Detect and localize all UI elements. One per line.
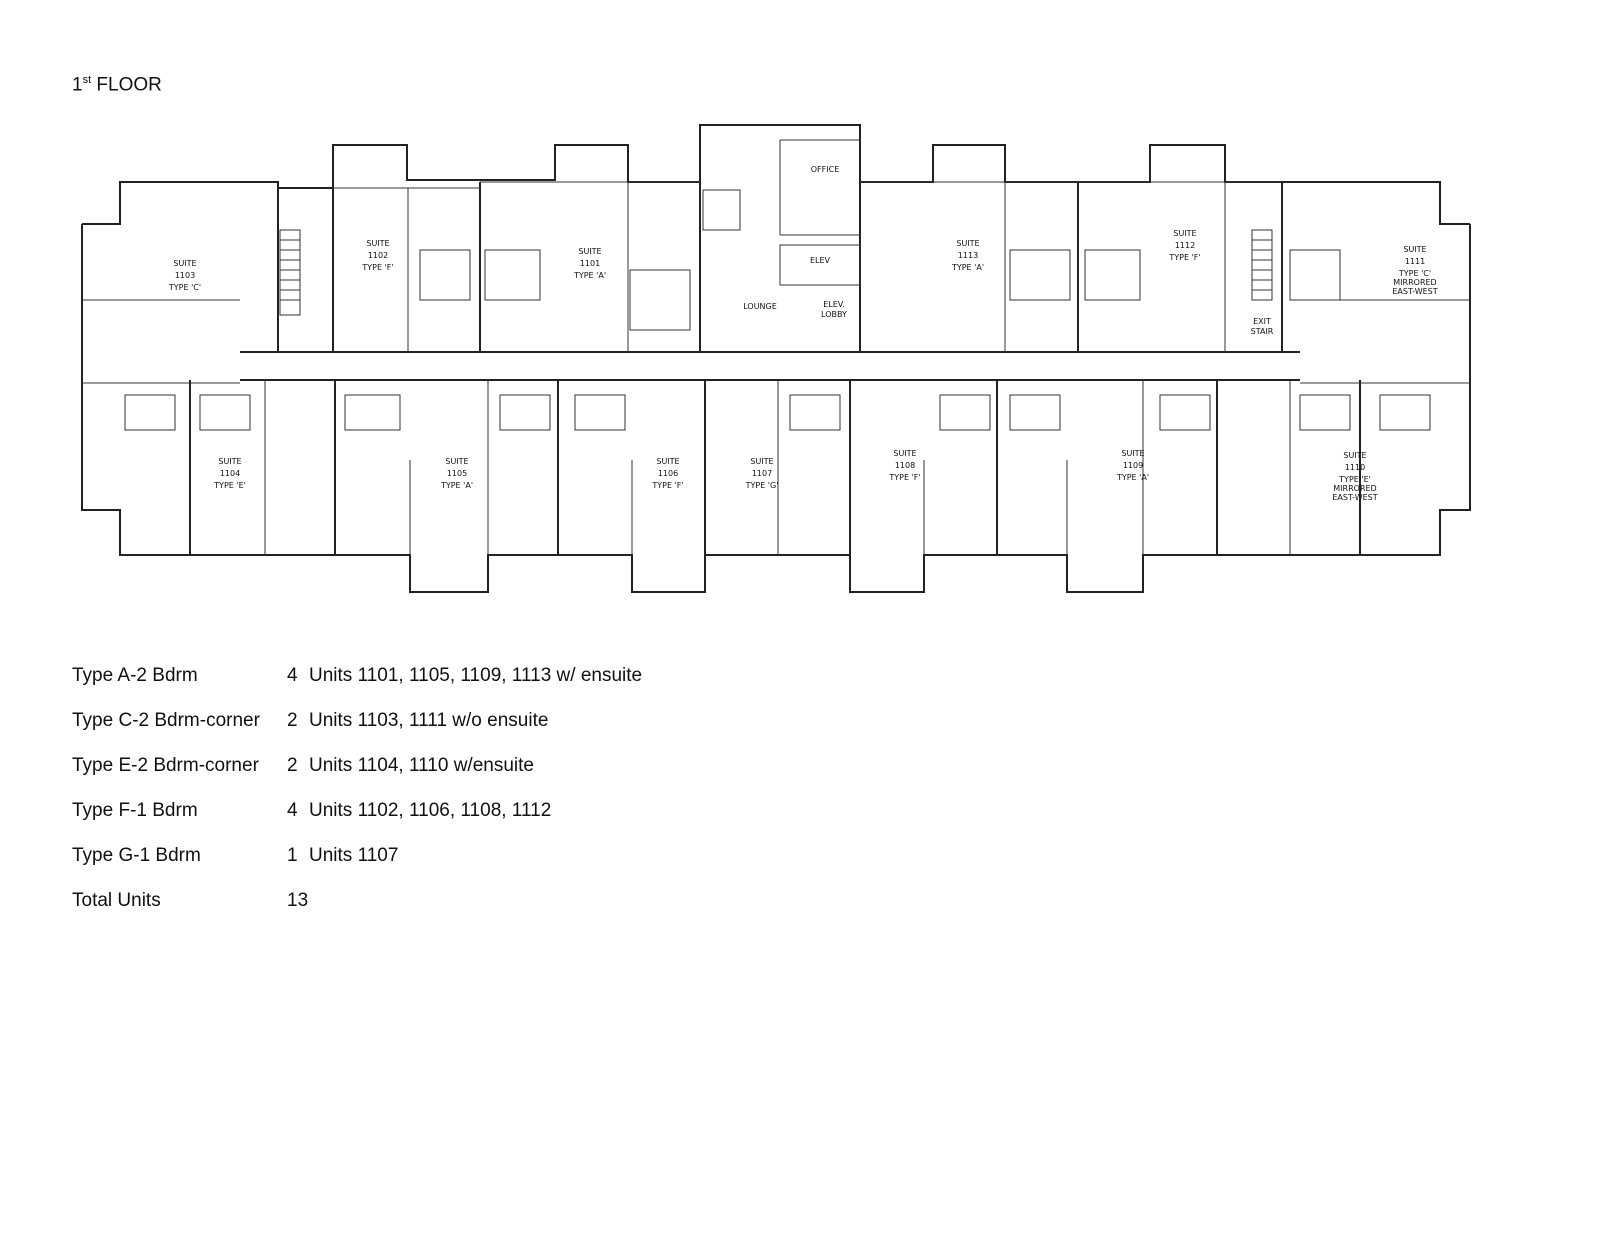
- unit-count: 1: [287, 845, 298, 866]
- suite-label-1101: SUITE 1101 TYPE 'A': [573, 247, 606, 280]
- svg-text:TYPE 'F': TYPE 'F': [1168, 253, 1200, 262]
- unit-type: Total Units: [72, 890, 161, 911]
- unit-count: 4: [287, 665, 298, 686]
- svg-text:TYPE 'F': TYPE 'F': [651, 481, 683, 490]
- svg-text:EAST-WEST: EAST-WEST: [1332, 493, 1377, 502]
- unit-type: Type C-2 Bdrm-corner: [72, 710, 260, 731]
- svg-text:TYPE 'A': TYPE 'A': [951, 263, 984, 272]
- svg-text:1103: 1103: [175, 271, 195, 280]
- unit-type: Type F-1 Bdrm: [72, 800, 198, 821]
- unit-count: 2: [287, 755, 298, 776]
- svg-text:TYPE 'A': TYPE 'A': [573, 271, 606, 280]
- unit-list: Units 1101, 1105, 1109, 1113 w/ ensuite: [309, 665, 643, 686]
- svg-text:SUITE: SUITE: [578, 247, 601, 256]
- room-label-elev: ELEV: [810, 256, 831, 265]
- svg-text:SUITE: SUITE: [750, 457, 773, 466]
- svg-text:TYPE 'E': TYPE 'E': [1338, 475, 1371, 484]
- suite-label-1110: SUITE 1110 TYPE 'E' MIRRORED EAST-WEST: [1332, 451, 1377, 502]
- suite-label-1113: SUITE 1113 TYPE 'A': [951, 239, 984, 272]
- svg-text:TYPE 'F': TYPE 'F': [888, 473, 920, 482]
- suite-label-1109: SUITE 1109 TYPE 'A': [1116, 449, 1149, 482]
- svg-text:1108: 1108: [895, 461, 915, 470]
- unit-type: Type E-2 Bdrm-corner: [72, 755, 259, 776]
- svg-text:1109: 1109: [1123, 461, 1143, 470]
- room-label-lounge: LOUNGE: [743, 302, 777, 311]
- room-label-exit-stair-1: EXIT: [1253, 317, 1271, 326]
- svg-text:TYPE 'A': TYPE 'A': [440, 481, 473, 490]
- svg-text:1110: 1110: [1345, 463, 1365, 472]
- suite-label-1108: SUITE 1108 TYPE 'F': [888, 449, 920, 482]
- summary-row: Type E-2 Bdrm-corner 2 Units 1104, 1110 …: [72, 755, 642, 800]
- svg-text:TYPE 'F': TYPE 'F': [361, 263, 393, 272]
- svg-text:EAST-WEST: EAST-WEST: [1392, 287, 1437, 296]
- svg-text:MIRRORED: MIRRORED: [1333, 484, 1376, 493]
- svg-text:SUITE: SUITE: [1403, 245, 1426, 254]
- svg-text:TYPE 'C': TYPE 'C': [168, 283, 201, 292]
- svg-text:TYPE 'C': TYPE 'C': [1398, 269, 1431, 278]
- room-label-elev-lobby-2: LOBBY: [821, 310, 847, 319]
- svg-text:1107: 1107: [752, 469, 772, 478]
- unit-type: Type A-2 Bdrm: [72, 665, 198, 686]
- svg-text:SUITE: SUITE: [445, 457, 468, 466]
- svg-text:SUITE: SUITE: [1121, 449, 1144, 458]
- suite-label-1111: SUITE 1111 TYPE 'C' MIRRORED EAST-WEST: [1392, 245, 1437, 296]
- svg-text:1105: 1105: [447, 469, 467, 478]
- unit-count: 13: [287, 890, 309, 911]
- suite-label-1104: SUITE 1104 TYPE 'E': [213, 457, 246, 490]
- svg-text:SUITE: SUITE: [173, 259, 196, 268]
- svg-text:1106: 1106: [658, 469, 678, 478]
- unit-count: 2: [287, 710, 298, 731]
- svg-text:SUITE: SUITE: [956, 239, 979, 248]
- svg-text:SUITE: SUITE: [1343, 451, 1366, 460]
- suite-label-1102: SUITE 1102 TYPE 'F': [361, 239, 393, 272]
- svg-text:1104: 1104: [220, 469, 240, 478]
- unit-list: Units 1102, 1106, 1108, 1112: [309, 800, 552, 821]
- summary-row-total: Total Units 13: [72, 890, 642, 935]
- svg-text:1113: 1113: [958, 251, 978, 260]
- page-title: 1st FLOOR: [72, 74, 162, 96]
- svg-text:MIRRORED: MIRRORED: [1393, 278, 1436, 287]
- room-label-elev-lobby-1: ELEV.: [823, 300, 845, 309]
- svg-text:TYPE 'E': TYPE 'E': [213, 481, 246, 490]
- unit-list: Units 1103, 1111 w/o ensuite: [309, 710, 549, 731]
- svg-text:TYPE 'A': TYPE 'A': [1116, 473, 1149, 482]
- unit-summary: Type A-2 Bdrm 4 Units 1101, 1105, 1109, …: [72, 665, 642, 935]
- svg-text:1111: 1111: [1405, 257, 1425, 266]
- suite-label-1106: SUITE 1106 TYPE 'F': [651, 457, 683, 490]
- room-label-office: OFFICE: [811, 165, 840, 174]
- unit-type: Type G-1 Bdrm: [72, 845, 201, 866]
- suite-label-1112: SUITE 1112 TYPE 'F': [1168, 229, 1200, 262]
- svg-text:1112: 1112: [1175, 241, 1195, 250]
- svg-text:SUITE: SUITE: [893, 449, 916, 458]
- svg-text:SUITE: SUITE: [1173, 229, 1196, 238]
- unit-count: 4: [287, 800, 298, 821]
- summary-row: Type F-1 Bdrm 4 Units 1102, 1106, 1108, …: [72, 800, 642, 845]
- suite-label-1107: SUITE 1107 TYPE 'G': [745, 457, 779, 490]
- svg-text:1102: 1102: [368, 251, 388, 260]
- svg-text:SUITE: SUITE: [366, 239, 389, 248]
- svg-text:1101: 1101: [580, 259, 600, 268]
- summary-row: Type C-2 Bdrm-corner 2 Units 1103, 1111 …: [72, 710, 642, 755]
- summary-row: Type G-1 Bdrm 1 Units 1107: [72, 845, 642, 890]
- unit-list: Units 1104, 1110 w/ensuite: [309, 755, 534, 776]
- room-label-exit-stair-2: STAIR: [1251, 327, 1274, 336]
- summary-row: Type A-2 Bdrm 4 Units 1101, 1105, 1109, …: [72, 665, 642, 710]
- suite-label-1105: SUITE 1105 TYPE 'A': [440, 457, 473, 490]
- suite-label-1103: SUITE 1103 TYPE 'C': [168, 259, 201, 292]
- svg-text:SUITE: SUITE: [218, 457, 241, 466]
- svg-text:TYPE 'G': TYPE 'G': [745, 481, 779, 490]
- unit-list: Units 1107: [309, 845, 399, 866]
- svg-text:SUITE: SUITE: [656, 457, 679, 466]
- floor-plan: SUITE 1103 TYPE 'C' SUITE 1102 TYPE 'F' …: [81, 124, 1471, 593]
